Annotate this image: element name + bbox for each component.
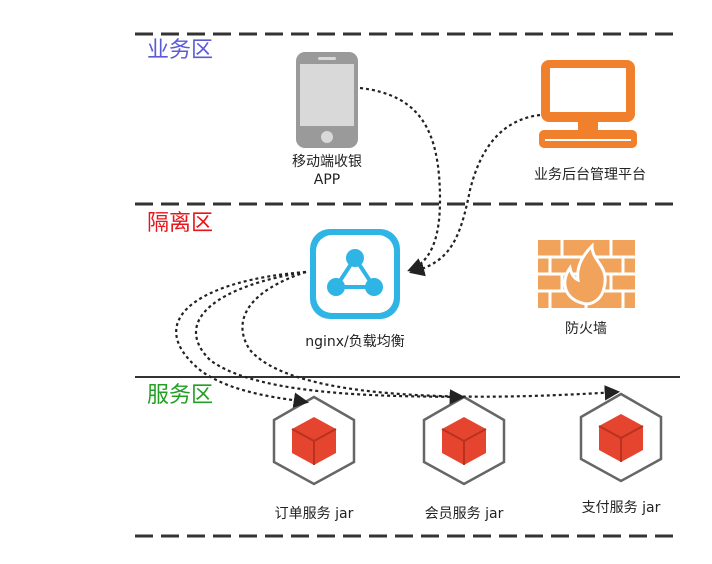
package-cube-icon bbox=[272, 395, 356, 486]
nginx-label: nginx/负载均衡 bbox=[305, 334, 405, 350]
connector-nginx-to-member bbox=[195, 270, 466, 405]
package-cube-icon bbox=[422, 395, 506, 486]
payment-service-label: 支付服务 jar bbox=[581, 500, 661, 516]
firewall-icon bbox=[538, 240, 635, 308]
smartphone-icon bbox=[296, 52, 358, 148]
firewall-label: 防火墙 bbox=[565, 321, 607, 337]
mobile-app-label-line2: APP bbox=[313, 172, 341, 188]
load-balancer-icon bbox=[310, 229, 400, 319]
connector-admin-to-nginx bbox=[409, 113, 541, 277]
zone-title-business: 业务区 bbox=[147, 38, 214, 63]
member-service-label: 会员服务 jar bbox=[424, 506, 504, 522]
connector-nginx-to-order bbox=[175, 270, 310, 408]
desktop-computer-icon bbox=[539, 60, 637, 148]
connector-app-to-nginx bbox=[359, 86, 442, 273]
mobile-app-label-line1: 移动端收银 bbox=[292, 154, 362, 170]
zone-title-isolation: 隔离区 bbox=[147, 211, 214, 236]
admin-platform-label: 业务后台管理平台 bbox=[534, 167, 646, 183]
zone-title-service: 服务区 bbox=[147, 383, 214, 408]
package-cube-icon bbox=[579, 392, 663, 483]
mobile-app-label: 移动端收银 APP bbox=[272, 153, 382, 189]
order-service-label: 订单服务 jar bbox=[274, 506, 354, 522]
